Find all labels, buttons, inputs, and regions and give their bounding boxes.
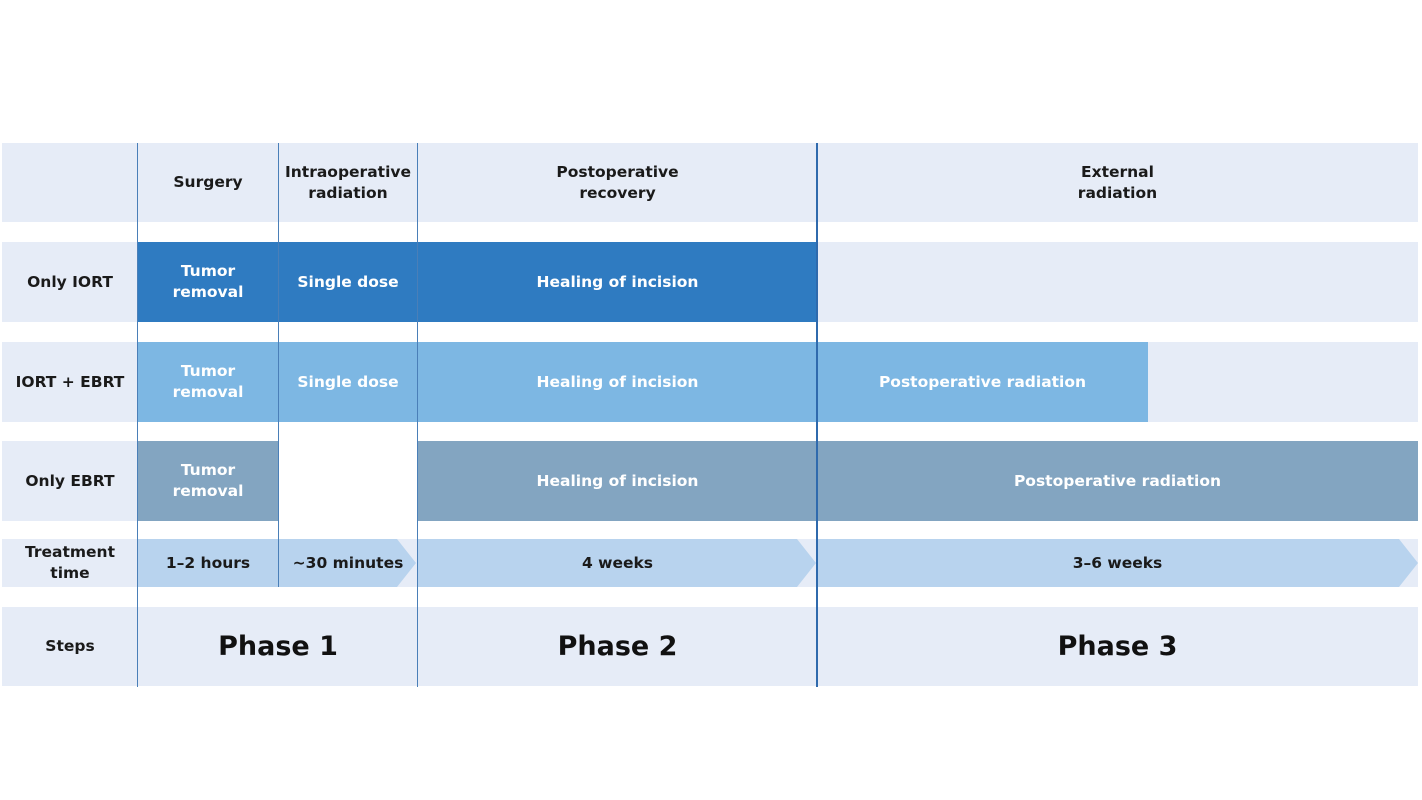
steps-band [2, 607, 1418, 686]
time-surgery: 1–2 hours [165, 554, 251, 572]
phase-2: Phase 2 [557, 631, 678, 662]
time-intraop: ~30 minutes [292, 554, 404, 572]
only-ebrt-external-bar: Postoperative radiation [817, 441, 1418, 521]
only-iort-intraop-bar: Single dose [278, 242, 418, 322]
divider-line-1 [137, 143, 138, 687]
header-surgery: Surgery [173, 173, 243, 191]
divider-line-2 [278, 143, 279, 587]
row-label-treatment-time: Treatment time [24, 543, 115, 582]
arrow-recovery-time [418, 539, 816, 587]
header-band [2, 143, 1418, 222]
header-intraoperative-radiation: Intraoperative radiation [284, 162, 411, 202]
only-ebrt-intraop-empty [278, 441, 418, 521]
only-iort-surgery-bar: Tumor removal [138, 242, 278, 322]
phase-3: Phase 3 [1057, 631, 1178, 662]
iort-ebrt-intraop-bar: Single dose [278, 342, 418, 422]
iort-ebrt-external-bar: Postoperative radiation [817, 342, 1148, 422]
divider-line-3 [417, 143, 418, 687]
arrow-external-time [817, 539, 1418, 587]
phase-1: Phase 1 [218, 631, 338, 662]
arrow-surgery-time [138, 539, 278, 587]
only-ebrt-recovery-bar: Healing of incision [418, 441, 817, 521]
row-label-iort-ebrt: IORT + EBRT [15, 372, 125, 391]
row-label-only-iort: Only IORT [27, 272, 113, 291]
time-external: 3–6 weeks [1072, 554, 1163, 572]
header-external-radiation: External radiation [1077, 162, 1158, 202]
divider-line-4 [816, 143, 818, 687]
only-iort-recovery-bar: Healing of incision [418, 242, 817, 322]
iort-ebrt-surgery-bar: Tumor removal [138, 342, 278, 422]
row-label-steps: Steps [45, 637, 95, 655]
row-label-only-ebrt: Only EBRT [25, 471, 115, 490]
arrow-intraop-time [278, 539, 416, 587]
iort-ebrt-recovery-bar: Healing of incision [418, 342, 817, 422]
header-postoperative-recovery: Postoperative recovery [556, 162, 679, 202]
time-recovery: 4 weeks [581, 554, 654, 572]
only-ebrt-surgery-bar: Tumor removal [138, 441, 278, 521]
